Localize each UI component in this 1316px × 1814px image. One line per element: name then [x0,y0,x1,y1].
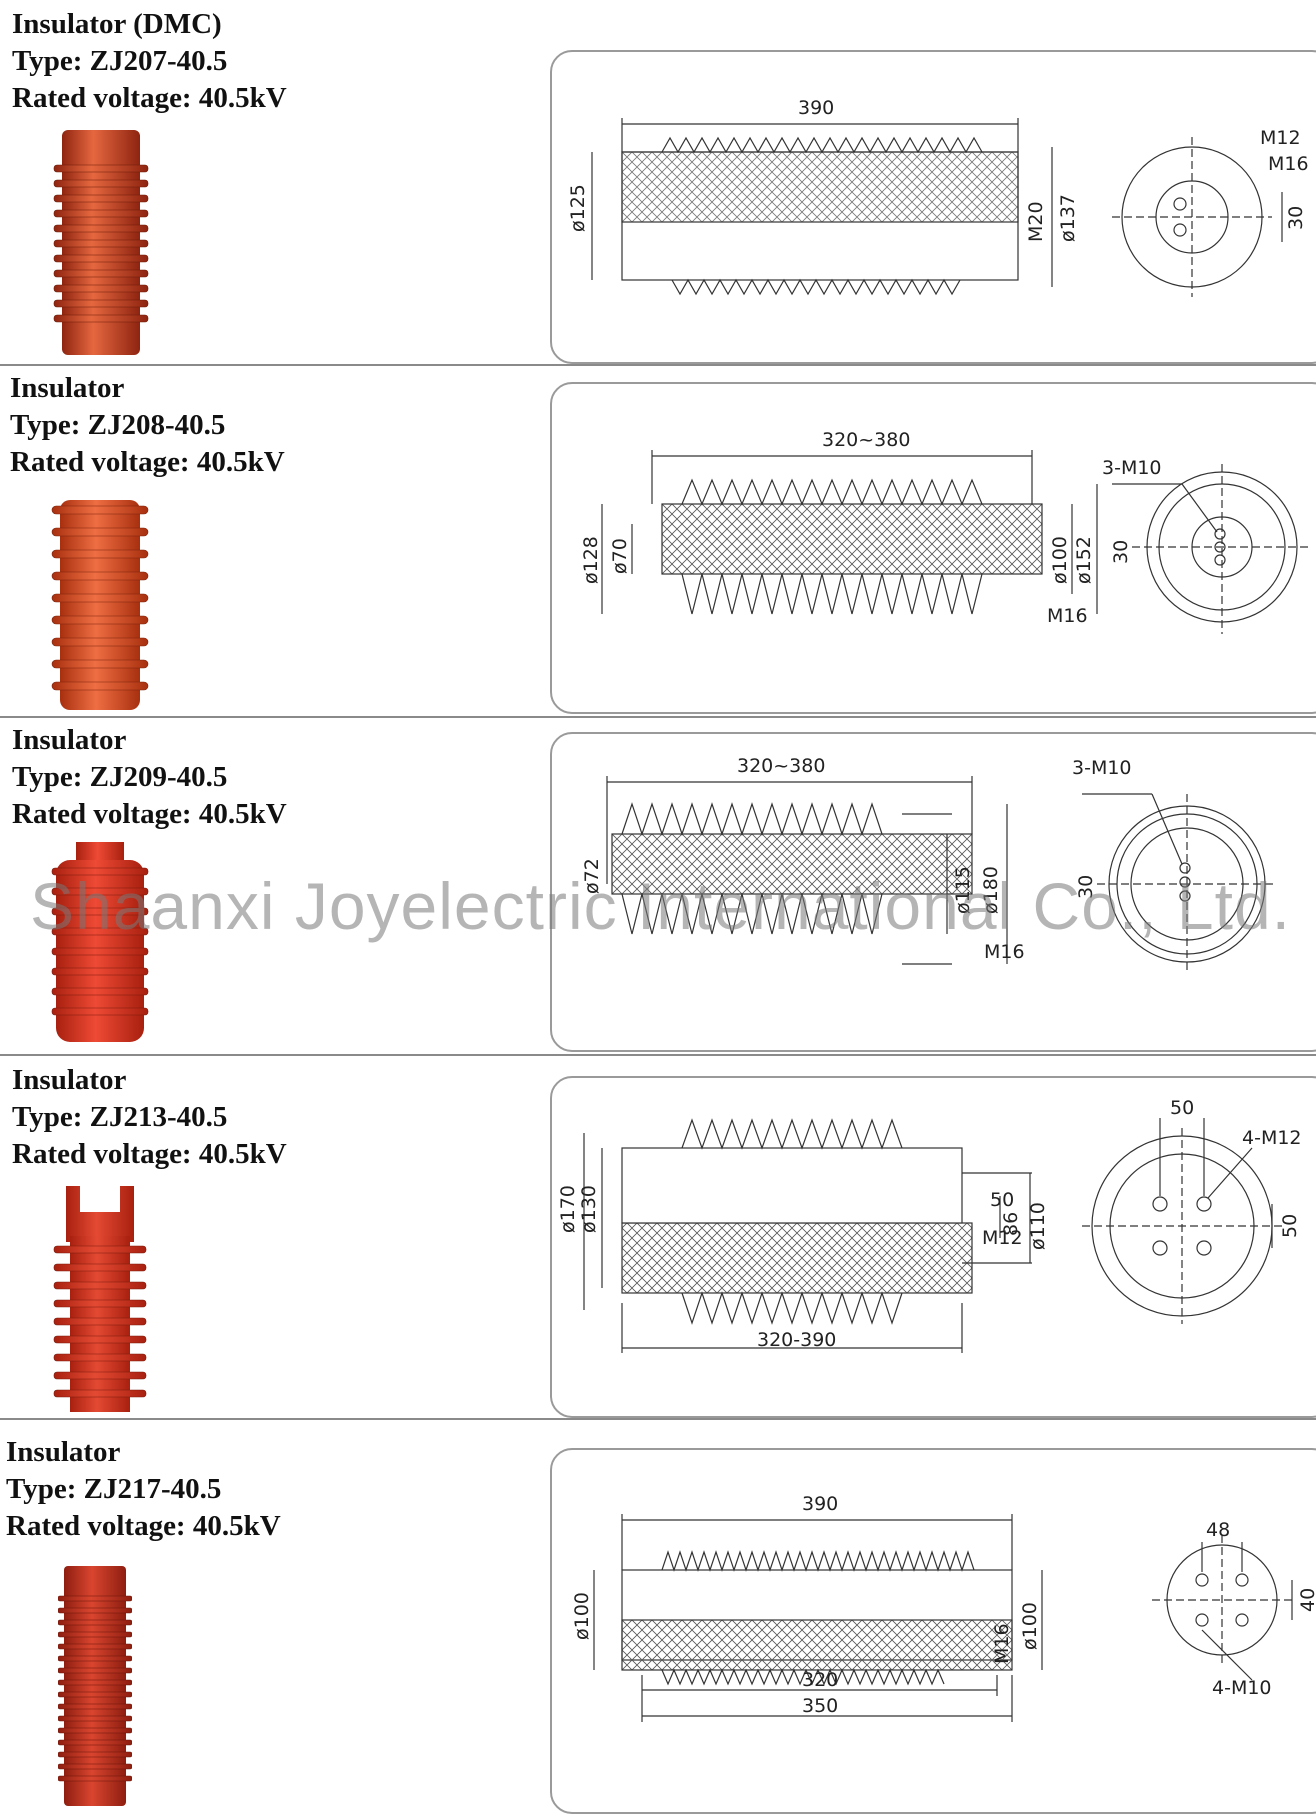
dim-d2: ø115 [952,866,974,914]
technical-drawing: 320~380 ø128 ø70 ø100 ø152 M16 3-M10 30 [580,429,1312,634]
product-label: Insulator Type: ZJ209-40.5 Rated voltage… [12,722,287,833]
product-name: Insulator [12,1064,127,1096]
dim-length: 390 [802,1493,838,1515]
drawing-panel: 320~380 ø128 ø70 ø100 ø152 M16 3-M10 30 [550,382,1316,714]
insulator-photo [53,1186,147,1412]
product-name: Insulator (DMC) [12,8,222,40]
product-voltage: Rated voltage: 40.5kV [10,446,285,478]
product-type: Type: ZJ207-40.5 [12,45,228,77]
dim-pitch: 30 [1110,540,1132,564]
product-label: Insulator Type: ZJ208-40.5 Rated voltage… [10,370,285,481]
divider [0,1418,1316,1420]
product-voltage: Rated voltage: 40.5kV [12,798,287,830]
dim-length: 390 [798,97,834,119]
product-name: Insulator [10,372,125,404]
dim-length: 320-390 [757,1329,836,1351]
product-voltage: Rated voltage: 40.5kV [12,1138,287,1170]
dim-d4: ø152 [1073,536,1095,584]
divider [0,716,1316,718]
dim-d1: ø72 [581,858,603,894]
product-voltage: Rated voltage: 40.5kV [6,1510,281,1542]
dim-holes: 4-M10 [1212,1677,1272,1699]
dim-length: 320~380 [822,429,910,451]
product-type: Type: ZJ209-40.5 [12,761,228,793]
technical-drawing: 390 ø125 M20 ø137 M12 M16 30 [567,97,1309,297]
dim-top: 48 [1206,1519,1230,1541]
technical-drawing: 320~380 ø72 ø115 ø180 M16 3-M10 30 [581,755,1277,974]
product-section-zj207: Insulator (DMC) Type: ZJ207-40.5 Rated v… [0,0,1316,364]
dim-d3: ø180 [980,866,1002,914]
product-voltage: Rated voltage: 40.5kV [12,82,287,114]
dim-t1: M12 [982,1227,1023,1249]
dim-d2: ø70 [609,538,631,574]
dim-t1: M20 [1025,201,1047,242]
watermark: Shaanxi Joyelectric International Co., L… [30,869,1292,943]
product-label: Insulator (DMC) Type: ZJ207-40.5 Rated v… [12,6,287,117]
dim-d2: ø137 [1057,194,1079,242]
dim-t1: M16 [991,1623,1013,1664]
dim-d3: ø110 [1027,1202,1049,1250]
technical-drawing: 390 ø100 ø100 M16 320 350 48 40 4-M10 [571,1493,1316,1722]
dim-holes: 4-M12 [1242,1127,1302,1149]
dim-holes: 3-M10 [1072,757,1132,779]
product-section-zj213: Insulator Type: ZJ213-40.5 Rated voltage… [0,1056,1316,1418]
dim-side: 40 [1297,1588,1316,1612]
product-name: Insulator [12,724,127,756]
product-label: Insulator Type: ZJ217-40.5 Rated voltage… [6,1434,281,1545]
dim-pitch: 30 [1075,875,1097,899]
dim-d1: ø128 [580,536,602,584]
product-type: Type: ZJ217-40.5 [6,1473,222,1505]
dim-l3: 350 [802,1695,838,1717]
insulator-photo [53,130,149,355]
dim-side: 50 [1279,1214,1301,1238]
product-section-zj208: Insulator Type: ZJ208-40.5 Rated voltage… [0,366,1316,716]
drawing-panel: 320~380 ø72 ø115 ø180 M16 3-M10 30 [550,732,1316,1052]
dim-d3: ø100 [1049,536,1071,584]
product-section-zj217: Insulator Type: ZJ217-40.5 Rated voltage… [0,1420,1316,1814]
dim-d2: ø130 [578,1185,600,1233]
insulator-photo [51,500,149,710]
product-type: Type: ZJ208-40.5 [10,409,226,441]
insulator-photo [58,1566,132,1806]
technical-drawing: ø170 ø130 320-390 50 86 ø110 M12 50 4-M1… [557,1097,1302,1353]
dim-l2: 320 [802,1669,838,1691]
dim-d1: ø170 [557,1185,579,1233]
dim-d1: ø125 [567,184,589,232]
product-label: Insulator Type: ZJ213-40.5 Rated voltage… [12,1062,287,1173]
dim-length: 320~380 [737,755,825,777]
drawing-panel: 390 ø100 ø100 M16 320 350 48 40 4-M10 [550,1448,1316,1814]
dim-pitch: 30 [1285,206,1307,230]
dim-t1: M16 [984,941,1025,963]
dim-h1: M12 [1260,127,1301,149]
dim-h2: M16 [1268,153,1309,175]
divider [0,1054,1316,1056]
divider [0,364,1316,366]
dim-top: 50 [1170,1097,1194,1119]
dim-holes: 3-M10 [1102,457,1162,479]
drawing-panel: ø170 ø130 320-390 50 86 ø110 M12 50 4-M1… [550,1076,1316,1418]
dim-h: 86 [1000,1212,1022,1236]
product-name: Insulator [6,1436,121,1468]
dim-w: 50 [990,1189,1014,1211]
dim-d1: ø100 [571,1592,593,1640]
product-type: Type: ZJ213-40.5 [12,1101,228,1133]
dim-d2: ø100 [1019,1602,1041,1650]
drawing-panel: 390 ø125 M20 ø137 M12 M16 30 [550,50,1316,364]
dim-t1: M16 [1047,605,1088,627]
insulator-photo [51,842,149,1042]
product-section-zj209: Insulator Type: ZJ209-40.5 Rated voltage… [0,718,1316,1054]
